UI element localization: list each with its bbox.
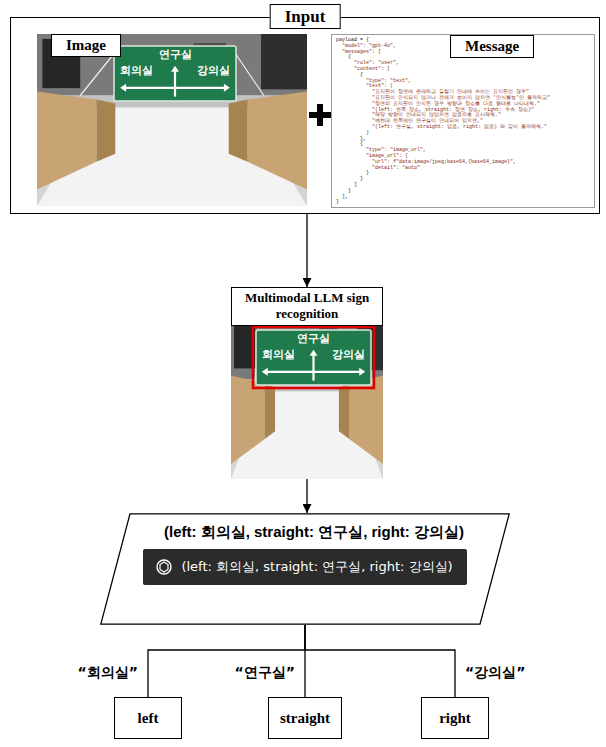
section-title: Multimodal LLM sign recognition [231,287,383,326]
code-line: "role": "user", [354,61,399,66]
parallelogram-outline [101,514,509,624]
code-line: { [348,55,351,60]
sign-arrowhead [359,368,365,376]
wooden-block [37,92,96,190]
logo-knot [160,562,168,572]
wooden-block-side [264,384,275,440]
sign-text: 연구실 [297,333,330,345]
chatgpt-logo [155,558,173,576]
photo-background [231,287,383,479]
code-line: { [360,142,363,147]
plus-bar [317,104,323,126]
code-line: } [348,189,351,194]
code-line: "model": "gpt-4o", [342,44,396,49]
image-panel: Image 연구실회의실 강의실 [37,34,307,206]
sign-arrow [267,371,361,373]
code-line: "정면의 표지판이 인식된 경우 방향과 장소를 다음 형태로 나타내줘." [372,102,540,107]
sign-text: 강의실 [197,65,230,77]
plus-symbol [309,104,331,126]
code-line: "image_url": { [366,154,408,159]
code-line: } [336,200,339,205]
code-line: } [366,171,369,176]
wooden-block [248,92,307,190]
sign-arrowhead [224,84,230,92]
direction-label: left [138,710,159,727]
connector [148,625,305,697]
code-line: "예컨대 왼쪽에만 연구실이 안내되어 있으면," [372,119,483,124]
sign-arrowhead [262,368,268,376]
response-text: (left: 회의실, straight: 연구실, right: 강의실) [181,558,452,576]
detection-box [253,327,374,388]
output-parallelogram: (left: 회의실, straight: 연구실, right: 강의실) (l… [100,513,510,625]
section-title: Input [270,4,341,29]
code-line: ], [342,195,348,200]
sign-text: 회의실 [120,65,153,77]
code-line: "표지판이 인식되지 않거나 전체가 보이지 않으면 '인식불능'만 출력하고" [372,96,550,101]
input-panel: Image 연구실회의실 강의실 Message payload = {"model":… [10,17,600,214]
sign-arrowhead [171,66,179,72]
code-line: "(left: 연구실, straight: 없음, right: 없음) 와 … [372,125,547,130]
edge-label: “강의실” [463,664,527,681]
wooden-block-side [96,100,115,162]
sign-arrow [312,355,314,381]
wooden-block-side [229,100,248,162]
code-line: }, [360,137,366,142]
code-line: } [360,177,363,182]
code-line: "text": ( [366,84,393,89]
code-line: "messages": [ [342,50,381,55]
code-line: "해당 방향이 안내되지 않았으면 없음으로 표시해줘." [372,113,501,118]
logo-ring [157,560,171,574]
code-line: ] [354,183,357,188]
sign-text: 연구실 [159,49,192,61]
edge-label: “연구실” [233,664,297,681]
section-title: Image [51,34,121,57]
response-bar: (left: 회의실, straight: 연구실, right: 강의실) [143,549,466,585]
direction-box: left [114,697,182,739]
sign-arrowhead [310,350,318,356]
sign-board [114,46,236,101]
sign-text: 회의실 [262,349,295,361]
code-line: "url": f"data:image/jpeg;base64,{base64_… [372,160,516,165]
wooden-block-side [339,384,350,440]
message-panel: Message payload = {"model": "gpt-4o","mes… [331,34,595,208]
wire [233,50,264,96]
sign-arrow [174,71,176,97]
code-line: "content": [ [354,67,390,72]
code-line: "type": "image_url", [366,148,426,153]
sign-text: 강의실 [332,349,365,361]
sign-arrowhead [120,84,126,92]
code-line: { [360,73,363,78]
direction-label: right [439,710,471,727]
wire [80,50,117,96]
code-line: "(left: 왼쪽 장소, straight: 정면 장소, right: 우… [372,108,534,113]
output-text: (left: 회의실, straight: 연구실, right: 강의실) [100,523,510,541]
sign-board [256,330,371,385]
edge-label: “회의실” [76,664,140,681]
direction-box: straight [268,697,342,739]
llm-panel: Multimodal LLM sign recognition 연구실회의실 강의실 [231,287,383,479]
connector [305,625,455,697]
photo-background [37,34,307,206]
connector [306,479,307,513]
code-line: "type": "text", [366,79,411,84]
code-line: "detail": "auto" [372,166,420,171]
direction-box: right [421,697,489,739]
code-line: payload = { [336,38,369,43]
connector [306,214,307,287]
chair [261,34,307,89]
direction-label: straight [280,710,330,727]
sign-arrow [125,87,225,89]
code-line: ) [366,131,369,136]
section-title: Message [450,35,534,58]
code-line: "표지판이 정면에 존재하고 길찾기 안내에 쓰이는 표지판인 경우" [372,90,529,95]
